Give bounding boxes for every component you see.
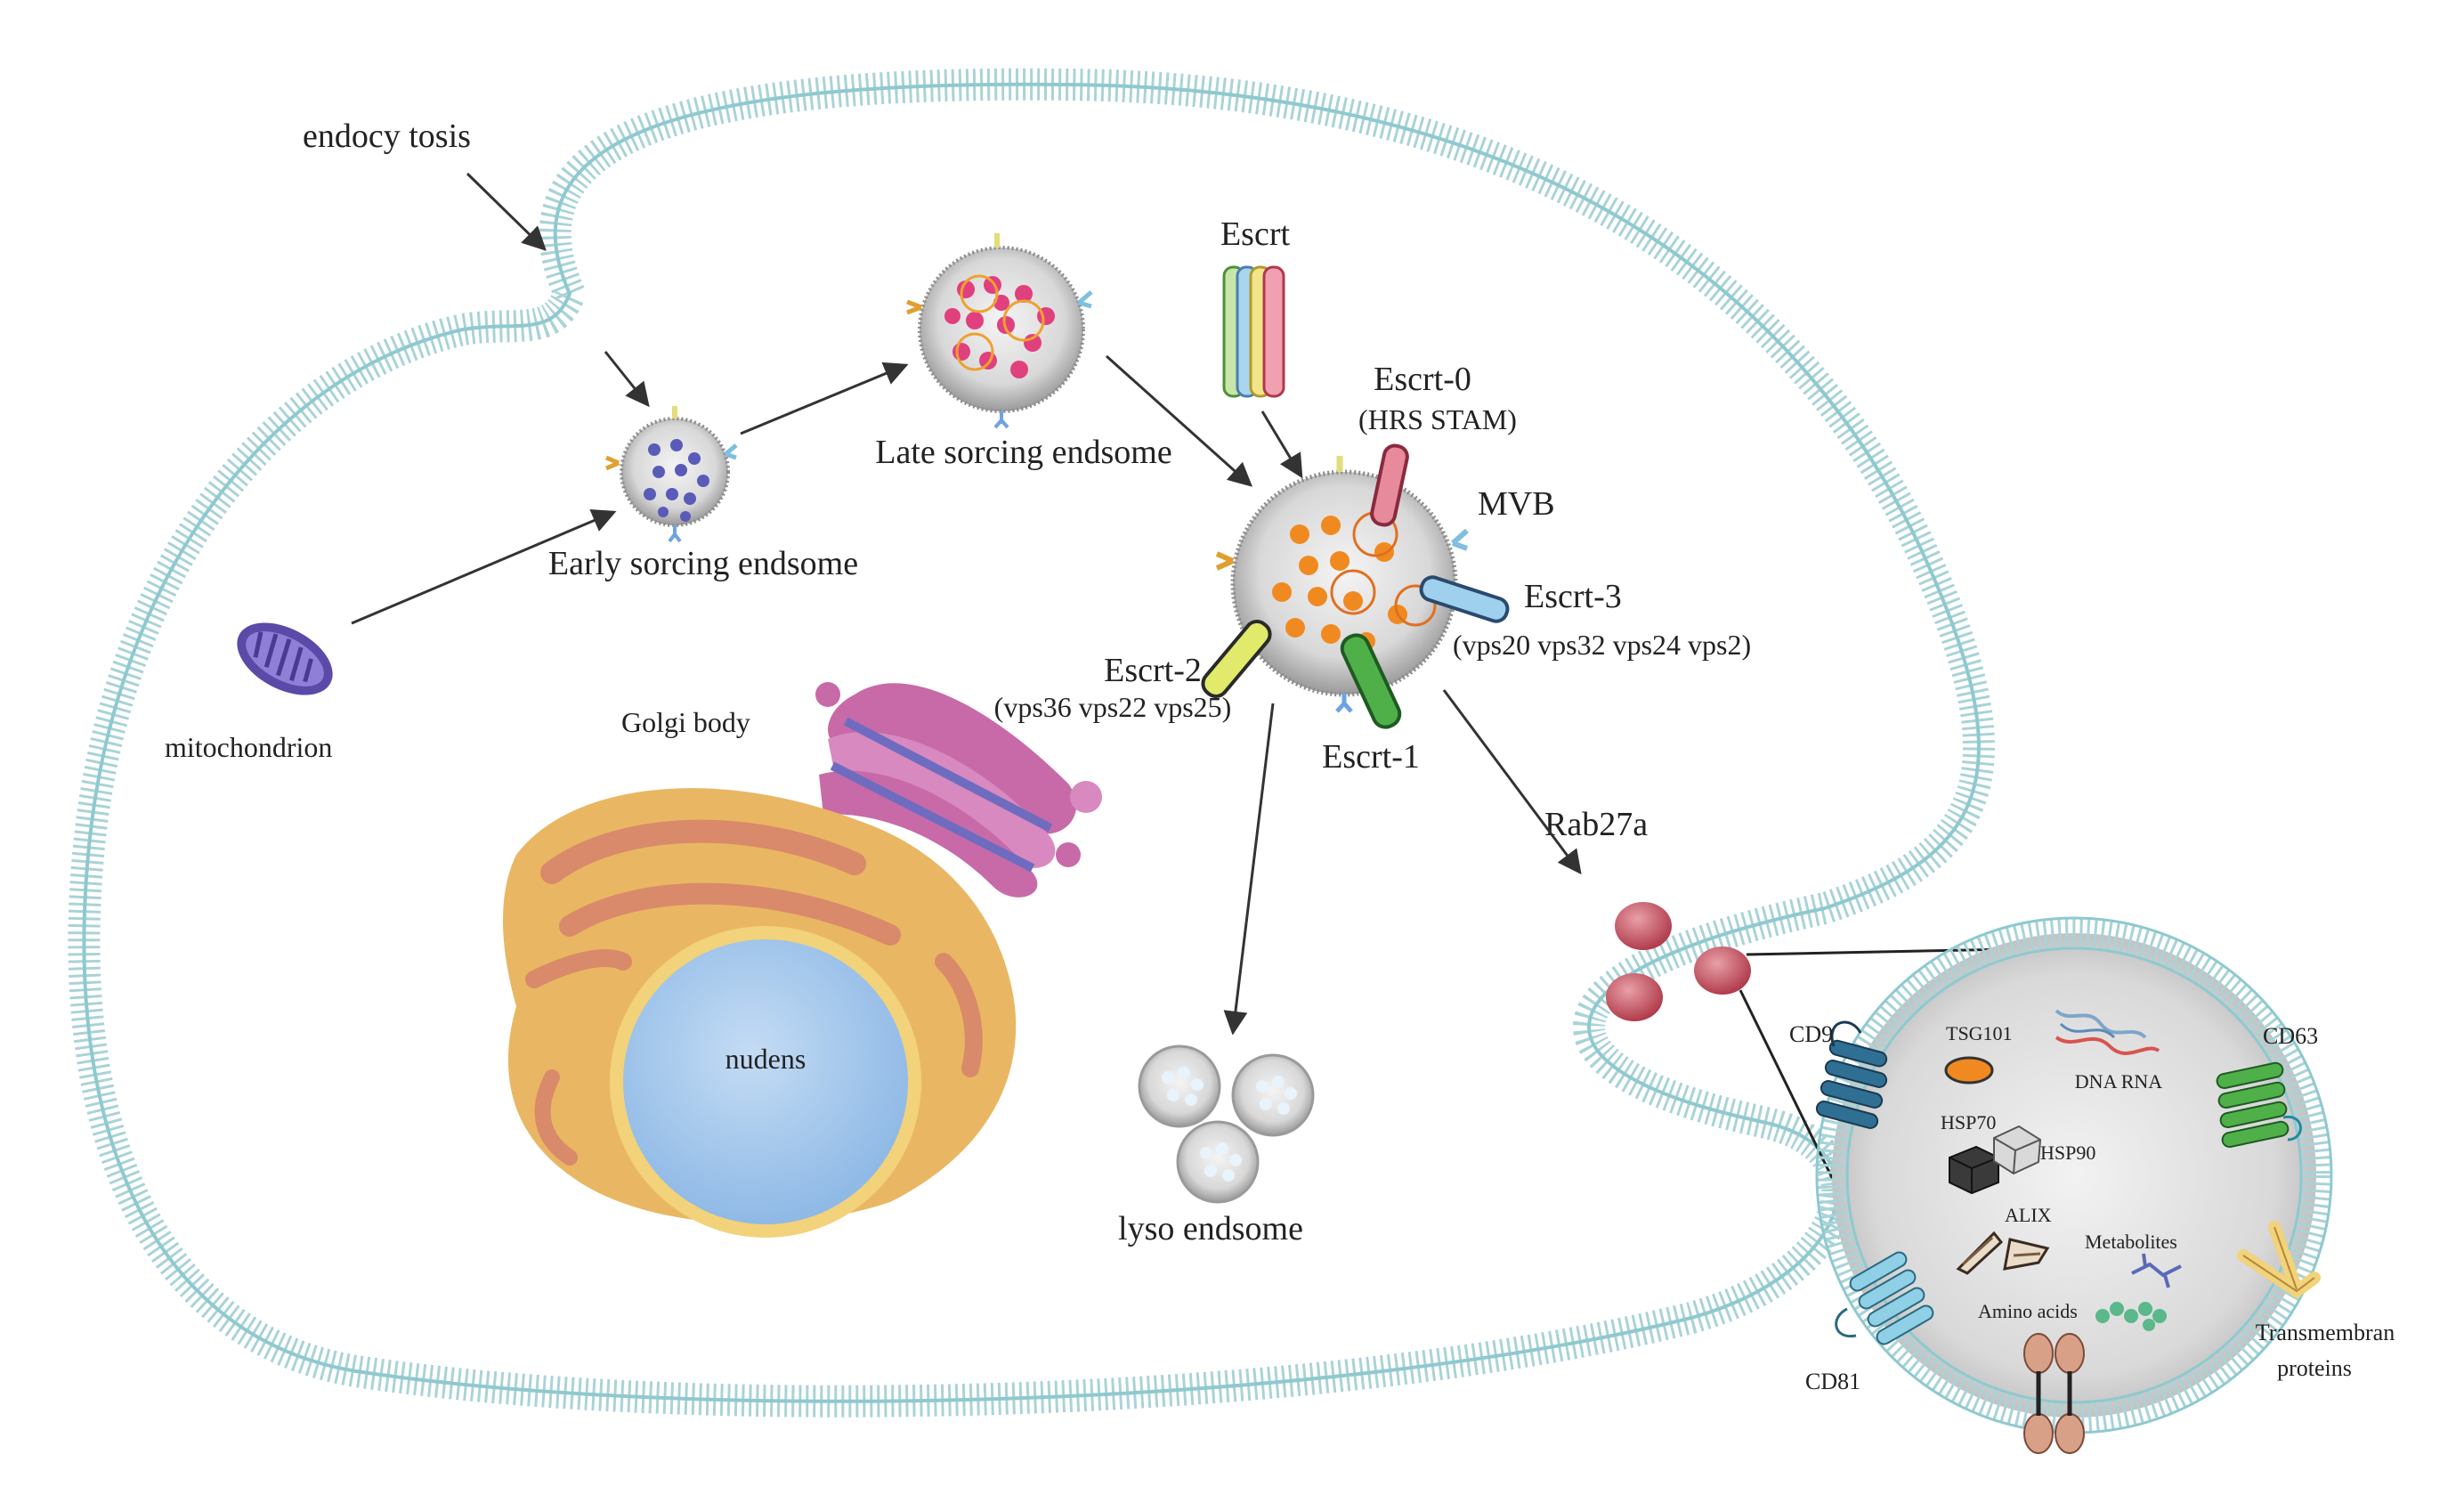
amino-acids-icon bbox=[2095, 1302, 2167, 1331]
hsp90-label: HSP90 bbox=[2040, 1142, 2095, 1164]
escrt2-complex bbox=[1201, 620, 1272, 698]
escrt0-label: Escrt-0 bbox=[1374, 361, 1471, 398]
nucleus bbox=[610, 926, 921, 1238]
escrt0-complex bbox=[1370, 443, 1409, 527]
dna-rna-icon bbox=[2055, 1009, 2160, 1055]
lysosomes bbox=[1138, 1044, 1315, 1204]
escrt1-complex bbox=[1340, 633, 1402, 729]
alix-icon bbox=[1956, 1231, 2050, 1275]
tsg101-icon bbox=[1944, 1056, 1994, 1085]
escrt-label: Escrt bbox=[1220, 215, 1291, 253]
released-exosomes bbox=[1606, 902, 1751, 1021]
mitochondrion bbox=[237, 622, 333, 695]
escrt3-sub-label: (vps20 vps32 vps24 vps2) bbox=[1453, 629, 1751, 661]
escrt3-label: Escrt-3 bbox=[1524, 578, 1622, 615]
cd9-label: CD9 bbox=[1789, 1021, 1833, 1047]
late-endosome bbox=[906, 233, 1093, 429]
exosome-detail bbox=[1815, 916, 2333, 1434]
transmembrane-label-1: Transmembran bbox=[2256, 1320, 2395, 1345]
cd63-label: CD63 bbox=[2263, 1023, 2318, 1049]
endocytosis-label: endocy tosis bbox=[303, 118, 471, 155]
transmembrane-protein bbox=[2237, 1221, 2321, 1299]
pathway-arrows bbox=[351, 172, 1582, 1036]
cd9-protein bbox=[1815, 1020, 1888, 1129]
tsg101-label: TSG101 bbox=[1946, 1022, 2013, 1044]
hsp90-icon bbox=[1993, 1125, 2042, 1175]
nucleus-label: nudens bbox=[725, 1043, 806, 1075]
lyso-label: lyso endsome bbox=[1118, 1210, 1303, 1247]
rab27a-label: Rab27a bbox=[1544, 806, 1648, 843]
dna-rna-label: DNA RNA bbox=[2075, 1070, 2163, 1093]
escrt0-sub-label: (HRS STAM) bbox=[1358, 403, 1517, 435]
metabolites-icon bbox=[2131, 1253, 2182, 1288]
escrt1-label: Escrt-1 bbox=[1322, 738, 1420, 776]
escrt2-sub-label: (vps36 vps22 vps25) bbox=[994, 691, 1232, 723]
golgi-body bbox=[815, 682, 1102, 898]
early-endosome bbox=[605, 406, 738, 543]
mitochondrion-label: mitochondrion bbox=[165, 731, 332, 763]
late-endosome-label: Late sorcing endsome bbox=[875, 434, 1171, 471]
cd81-protein bbox=[1835, 1251, 1934, 1345]
alix-label: ALIX bbox=[2005, 1204, 2052, 1226]
hsp70-icon bbox=[1949, 1145, 1999, 1195]
escrt-bundle bbox=[1222, 265, 1285, 398]
golgi-label: Golgi body bbox=[621, 706, 750, 738]
amino-acids-label: Amino acids bbox=[1978, 1300, 2078, 1322]
escrt3-complex bbox=[1419, 575, 1510, 623]
hsp70-label: HSP70 bbox=[1941, 1111, 1996, 1133]
transmembrane-label-2: proteins bbox=[2277, 1355, 2352, 1381]
cd81-label: CD81 bbox=[1805, 1369, 1860, 1394]
mvb bbox=[1215, 456, 1469, 713]
metabolites-label: Metabolites bbox=[2085, 1231, 2177, 1253]
channel-protein bbox=[2023, 1333, 2085, 1454]
mvb-label: MVB bbox=[1478, 485, 1555, 523]
escrt2-label: Escrt-2 bbox=[1104, 652, 1202, 689]
early-endosome-label: Early sorcing endsome bbox=[548, 545, 858, 582]
cd63-protein bbox=[2216, 1061, 2302, 1149]
